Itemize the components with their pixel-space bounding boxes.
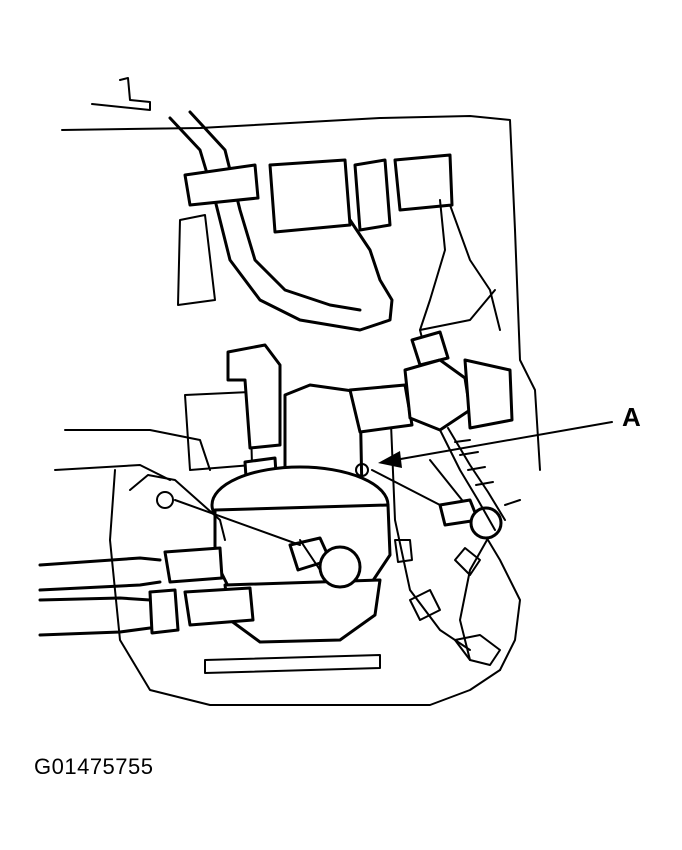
callout-label-a: A [622,402,641,432]
mounting-bracket [129,474,226,541]
callout-arrow [378,421,613,468]
purge-valve [210,343,514,644]
side-hoses [38,546,255,637]
mounting-bolt [288,536,362,589]
mounting-bolt [438,498,503,540]
leader-lines [174,469,521,661]
upper-hose-assembly [168,110,501,367]
figure-id: G01475755 [34,754,154,779]
